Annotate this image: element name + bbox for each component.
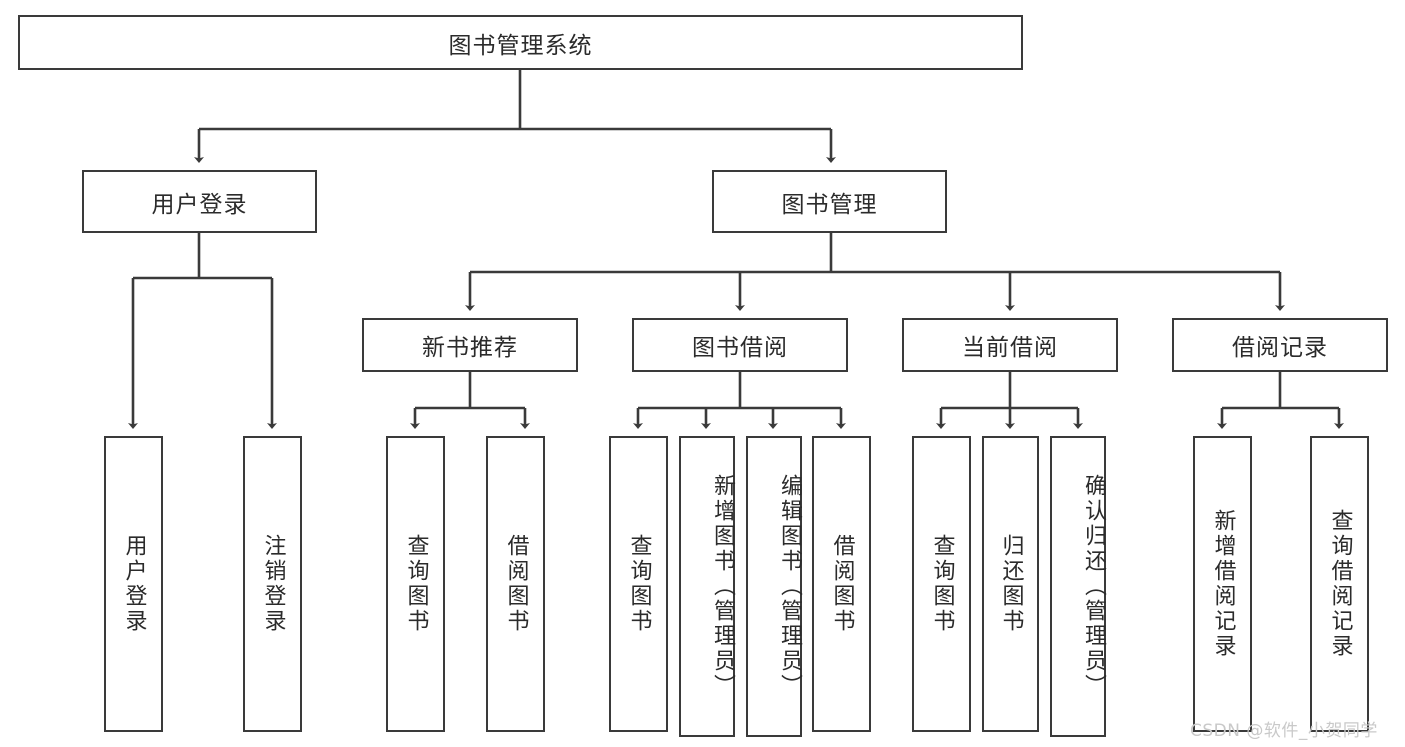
node-root-system[interactable]: 图书管理系统 <box>18 15 1023 70</box>
node-new-book-recommend[interactable]: 新书推荐 <box>362 318 578 372</box>
leaf-book-borrow-add-admin[interactable]: 新增图书（管理员） <box>679 436 735 737</box>
node-user-login[interactable]: 用户登录 <box>82 170 317 233</box>
leaf-user-login-signout[interactable]: 注销登录 <box>243 436 302 732</box>
node-borrow-record[interactable]: 借阅记录 <box>1172 318 1388 372</box>
leaf-current-borrow-return[interactable]: 归还图书 <box>982 436 1039 732</box>
csdn-watermark: CSDN @软件_小贺同学 <box>1190 721 1378 741</box>
leaf-book-borrow-edit-admin[interactable]: 编辑图书（管理员） <box>746 436 802 737</box>
leaf-borrow-record-query[interactable]: 查询借阅记录 <box>1310 436 1369 732</box>
leaf-new-book-borrow[interactable]: 借阅图书 <box>486 436 545 732</box>
leaf-user-login-signin[interactable]: 用户登录 <box>104 436 163 732</box>
node-book-management[interactable]: 图书管理 <box>712 170 947 233</box>
leaf-book-borrow-query[interactable]: 查询图书 <box>609 436 668 732</box>
leaf-new-book-query[interactable]: 查询图书 <box>386 436 445 732</box>
leaf-book-borrow-borrow[interactable]: 借阅图书 <box>812 436 871 732</box>
node-book-borrow[interactable]: 图书借阅 <box>632 318 848 372</box>
leaf-borrow-record-add[interactable]: 新增借阅记录 <box>1193 436 1252 732</box>
node-current-borrow[interactable]: 当前借阅 <box>902 318 1118 372</box>
leaf-current-borrow-confirm-admin[interactable]: 确认归还（管理员） <box>1050 436 1106 737</box>
leaf-current-borrow-query[interactable]: 查询图书 <box>912 436 971 732</box>
